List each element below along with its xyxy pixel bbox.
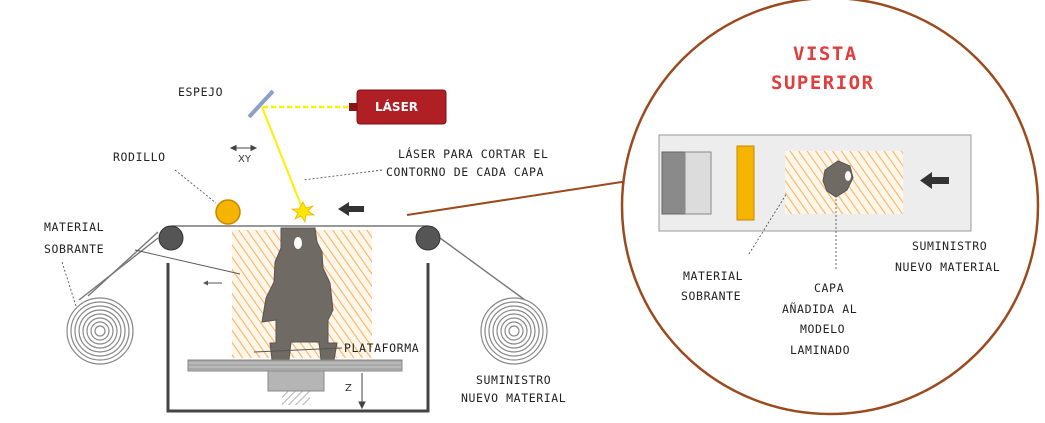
tank <box>166 263 430 413</box>
inset-supply-label-line1: SUMINISTRO <box>912 239 987 253</box>
top-view-feed-arrow <box>920 172 949 189</box>
top-view-roller <box>736 145 755 221</box>
roller-leader <box>174 169 217 204</box>
platform <box>187 359 403 372</box>
roller <box>215 199 241 225</box>
inset-title-line2: SUPERIOR <box>771 72 875 94</box>
small-left-arrow <box>203 280 222 286</box>
material-sheet <box>78 225 526 301</box>
xy-label: XY <box>238 154 252 165</box>
inset-title-line1: VISTA <box>793 43 858 65</box>
inset-excess-label-line1: MATERIAL <box>683 269 743 283</box>
top-view-layer-shape <box>822 160 854 198</box>
roller-label: RODILLO <box>113 150 166 164</box>
left-guide-roller <box>158 225 184 251</box>
platform-support <box>267 370 325 392</box>
left-coil-leader <box>61 261 77 307</box>
right-material-coil <box>480 297 548 365</box>
laser-cut-label-line1: LÁSER PARA CORTAR EL <box>398 146 548 161</box>
top-view-left-roll-2 <box>684 151 712 215</box>
laser-cut-label-line2: CONTORNO DE CADA CAPA <box>386 165 544 179</box>
right-guide-roller <box>415 225 441 251</box>
excess-material-label-line1: MATERIAL <box>44 220 104 234</box>
platform-label: PLATAFORMA <box>344 341 419 355</box>
z-axis-arrow <box>358 373 366 410</box>
platform-shaft <box>282 391 310 405</box>
top-view-left-roll-1 <box>661 151 686 215</box>
xy-arrow <box>229 144 258 152</box>
excess-material-label-line2: SOBRANTE <box>44 242 104 256</box>
inset-supply-label-line2: NUEVO MATERIAL <box>895 260 1000 274</box>
platform-leader <box>253 347 343 353</box>
part-hole <box>294 237 302 249</box>
supply-label-line2: NUEVO MATERIAL <box>461 391 566 405</box>
laser-spark <box>290 201 316 224</box>
inset-excess-label-line2: SOBRANTE <box>681 289 741 303</box>
inset-layer-label-line4: LAMINADO <box>790 343 850 357</box>
left-material-coil <box>66 297 134 365</box>
inset-layer-label-line3: MODELO <box>800 322 845 336</box>
laser-beam-reflected <box>261 106 304 211</box>
inset-layer-label-line2: AÑADIDA AL <box>782 301 857 316</box>
excess-material-leader <box>134 249 241 275</box>
laminated-part <box>261 227 338 361</box>
laser-cut-leader <box>302 169 383 181</box>
supply-label-line1: SUMINISTRO <box>476 373 551 387</box>
laser-unit <box>349 89 447 125</box>
feed-direction-arrow <box>338 202 364 216</box>
mirror-label: ESPEJO <box>178 85 223 99</box>
laser-label: LÁSER <box>375 99 418 114</box>
inset-connector <box>406 180 629 216</box>
z-label: Z <box>345 383 352 394</box>
mirror <box>247 89 275 119</box>
top-view-layer-hole <box>845 171 851 181</box>
inset-layer-label-line1: CAPA <box>814 281 844 295</box>
